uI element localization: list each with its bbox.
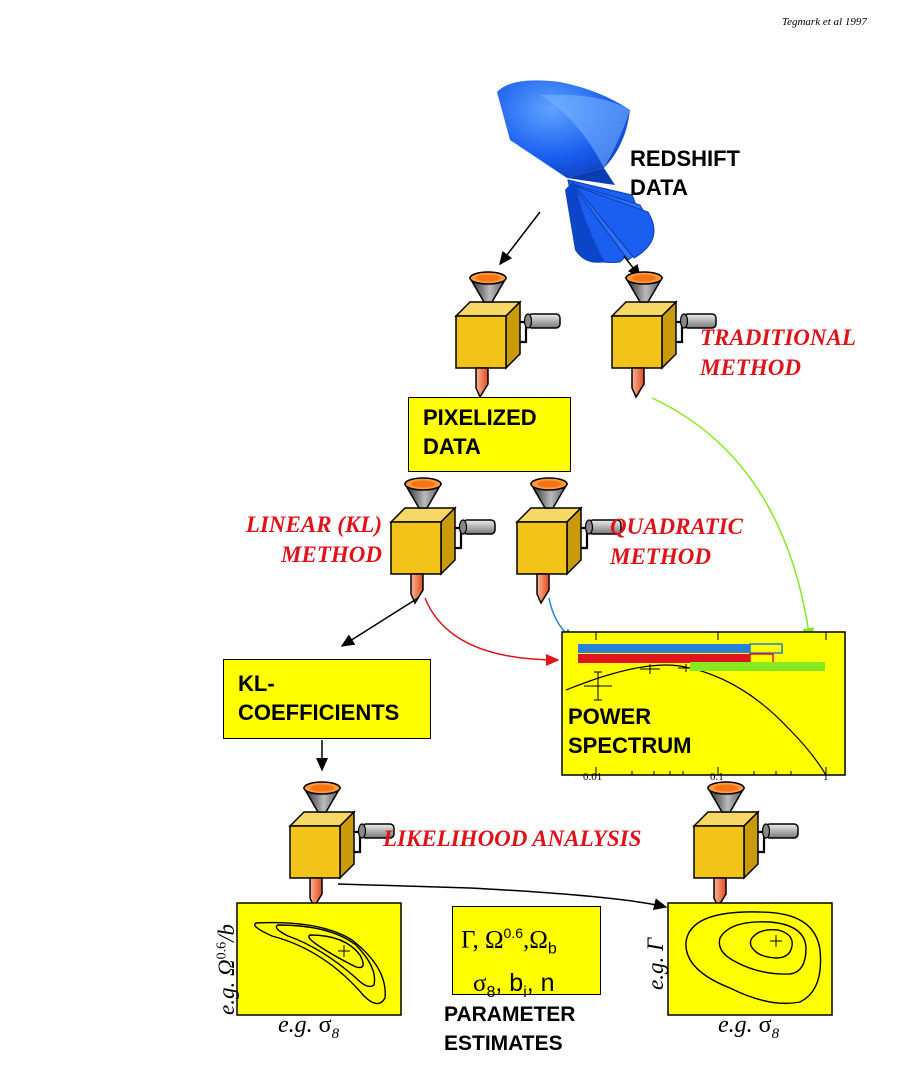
arrow-linear-to-power [424,597,560,666]
redshift-line2: DATA [630,175,688,200]
right-contour-plot [667,902,833,1016]
power-spectrum-plot [561,631,846,776]
linear-line1: LINEAR (KL) [245,512,382,537]
machine-likelihood-right [692,780,800,909]
likelihood-analysis-label: LIKELIHOOD ANALYSIS [383,826,642,851]
redshift-survey-graphic [497,80,655,263]
power-tick-label-0: 0.01 [583,771,603,783]
linear-method-label: LINEAR (KL) METHOD [222,510,382,570]
kl-line1: KL- [238,671,275,696]
arrow-traditional-to-power [651,397,815,642]
machine-quadratic [515,476,623,605]
pixelized-data-box: PIXELIZED DATA [408,397,571,472]
right-contour-ylabel: e.g. Γ [643,937,668,990]
parameter-box: Γ, Ω0.6,Ωb σ8, bi, n [452,906,601,1001]
power-tick-label-2: 1 [823,771,829,783]
quadratic-line1: QUADRATIC [610,514,743,539]
traditional-method-label: TRADITIONAL METHOD [700,323,856,383]
arrow-linear-to-kl [340,597,419,647]
parameter-caption-line1: PARAMETER [444,1003,576,1026]
arrow-likelihood-to-right-contour [337,883,668,911]
credit-text: Tegmark et al 1997 [782,16,867,28]
kl-coefficients-box: KL- COEFFICIENTS [223,659,431,739]
redshift-line1: REDSHIFT [630,146,740,171]
power-spectrum-label: POWER SPECTRUM [568,702,691,760]
parameter-line1: Γ, Ω0.6,Ωb [461,925,557,958]
traditional-line2: METHOD [700,355,801,380]
power-line2: SPECTRUM [568,733,692,758]
machine-likelihood-left [288,780,396,909]
parameter-estimates-caption: PARAMETER ESTIMATES [444,1000,575,1058]
pixelized-line1: PIXELIZED [423,405,537,430]
redshift-data-label: REDSHIFT DATA [630,144,740,202]
quadratic-method-label: QUADRATIC METHOD [610,512,743,572]
power-tick-label-1: 0.1 [710,771,724,783]
machine-pixelizer [454,270,562,399]
pixelized-line2: DATA [423,434,481,459]
left-contour-ylabel: e.g. Ω0.6/b [214,924,239,1015]
kl-line2: COEFFICIENTS [238,700,400,725]
parameter-caption-line2: ESTIMATES [444,1032,563,1055]
left-contour-xlabel: e.g. σ8 [278,1012,340,1042]
left-contour-plot [236,902,402,1016]
right-contour-xlabel: e.g. σ8 [718,1012,780,1042]
quadratic-line2: METHOD [610,544,711,569]
power-line1: POWER [568,704,652,729]
linear-line2: METHOD [281,542,382,567]
parameter-line2: σ8, bi, n [473,969,555,1002]
arrow-redshift-to-pixelizer [499,211,541,266]
traditional-line1: TRADITIONAL [700,325,856,350]
machine-linear [389,476,497,605]
